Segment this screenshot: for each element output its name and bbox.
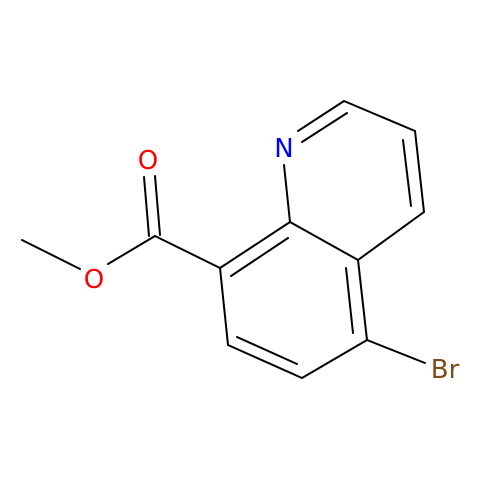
carbonyl-oxygen-atom-label: O xyxy=(138,146,158,176)
bond-N1-C2-inner xyxy=(301,112,348,143)
bond-C8-C8a-inner xyxy=(230,237,289,277)
bond-C8-C8a xyxy=(219,221,291,269)
bond-N1-C2 xyxy=(297,100,345,132)
bond-C4-C4a xyxy=(357,211,425,261)
bond-C5-C6 xyxy=(301,339,368,379)
bond-Oester-CH3 xyxy=(21,239,81,270)
bond-group xyxy=(21,100,426,379)
bond-C3-C4 xyxy=(414,130,425,213)
bond-C2-C3 xyxy=(343,100,416,132)
bromine-atom-label: Br xyxy=(431,355,460,385)
bond-C3-C4-inner xyxy=(402,139,412,207)
bond-C8a-N1 xyxy=(283,164,291,223)
bond-Ccarbonyl-Oester xyxy=(107,235,156,265)
bond-C6-C7-inner xyxy=(236,336,298,365)
atom-label-group: N O O Br xyxy=(84,134,460,385)
bond-C7-C8 xyxy=(219,267,229,346)
bond-Ccarbonyl-O-double-a xyxy=(143,176,150,237)
nitrogen-atom-label: N xyxy=(274,134,293,164)
bond-C4a-C5-inner xyxy=(345,267,354,334)
ester-oxygen-atom-label: O xyxy=(84,265,104,295)
bond-C6-C7 xyxy=(227,344,303,379)
bond-C5-Br xyxy=(366,339,426,364)
bond-C4a-C8a xyxy=(289,221,359,261)
bond-C4a-C5 xyxy=(357,259,368,341)
bond-Ccarbonyl-O-double-b xyxy=(154,175,161,236)
bond-C8-Ccarbonyl xyxy=(154,235,221,269)
